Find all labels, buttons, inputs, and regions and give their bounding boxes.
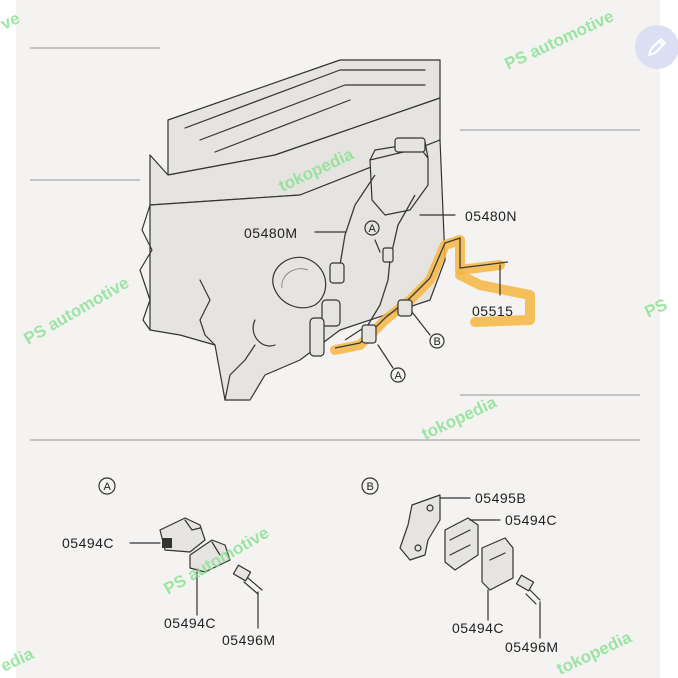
watermark-ps-right: PS [642, 295, 671, 322]
frame-right-border [660, 0, 678, 678]
svg-text:A: A [395, 370, 403, 382]
bolt-a [232, 564, 263, 595]
svg-text:A: A [369, 223, 377, 235]
label-05494C-b1: 05494C [505, 512, 557, 528]
svg-text:B: B [434, 336, 441, 348]
fuel-lines [309, 174, 416, 357]
watermark-tokopedia-mid: tokopedia [419, 392, 500, 443]
watermark-edia-corner: edia [0, 644, 37, 676]
svg-text:A: A [104, 481, 112, 493]
detail-a-callout: A [98, 477, 116, 495]
callout-a-bottom: A [390, 367, 406, 383]
callout-b-main: B [429, 333, 445, 349]
detail-b-callout: B [361, 477, 379, 495]
label-05480N: 05480N [465, 208, 517, 224]
bolt-b [515, 574, 541, 605]
clamp-upper-b [444, 517, 479, 571]
watermark-ps-top: PS automotive [502, 6, 617, 73]
leader-lines [314, 214, 501, 369]
label-05515: 05515 [472, 303, 513, 319]
frame-left-border [0, 0, 16, 678]
edit-fab-button[interactable] [635, 25, 678, 69]
label-05480M: 05480M [244, 225, 298, 241]
clamp-lower-a [189, 539, 231, 573]
label-05494C-b2: 05494C [452, 620, 504, 636]
edit-pen-icon [648, 38, 666, 56]
engine-block [139, 59, 446, 401]
watermark-ps-left: PS automotive [21, 273, 133, 349]
label-05494C-a2: 05494C [164, 615, 216, 631]
detail-b: B [361, 477, 541, 639]
svg-text:B: B [367, 481, 374, 493]
callout-a-top: A [364, 220, 380, 236]
watermark-ve-corner: ve [0, 8, 23, 33]
label-05496M-a: 05496M [222, 632, 276, 648]
detail-a: A [98, 477, 263, 629]
watermark-tokopedia-bottom: tokopedia [554, 627, 635, 678]
label-05494C-a1: 05494C [62, 535, 114, 551]
clamp-lower-b [481, 537, 514, 591]
label-05495B: 05495B [475, 490, 526, 506]
background-scan-lines [30, 47, 640, 441]
label-05496M-b: 05496M [505, 639, 559, 655]
